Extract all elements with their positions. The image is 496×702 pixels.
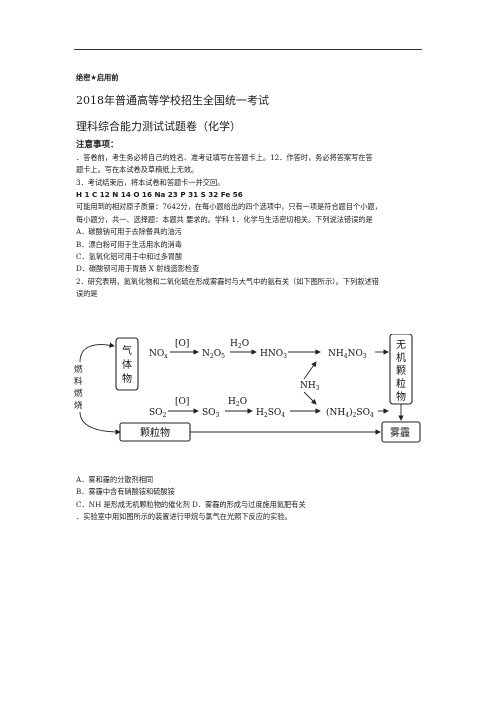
chem-nh42so4: (NH4)2SO4 xyxy=(326,407,374,419)
smog-formation-diagram: 燃 料 燃 烧 气 体 物 NOx [O] N2O5 H2O HNO3 NH4N… xyxy=(74,334,421,443)
chem-nox: NOx xyxy=(149,349,168,360)
exam-title: 2018年普通高等学校招生全国统一考试 xyxy=(76,94,269,107)
notes-line-3: 3．考试结束后，将本试卷和答题卡一并交回。 xyxy=(76,178,225,187)
chem-hno3: HNO3 xyxy=(260,349,287,360)
inorganic-char-2: 机 xyxy=(396,351,406,364)
chem-nh3: NH3 xyxy=(300,381,320,392)
fuel-char-1: 燃 xyxy=(74,364,83,375)
q1-option-d: D．碳酸钡可用于胃肠 X 射线造影检查 xyxy=(76,264,200,273)
chem-nh4no3: NH4NO3 xyxy=(328,349,367,360)
arrow-fuel-to-particles xyxy=(79,411,121,435)
inorganic-char-3: 颗 xyxy=(396,365,406,377)
q1-option-c: C．氢氧化铝可用于中和过多胃酸 xyxy=(76,252,183,261)
q3-stem: ．实验室中用如图所示的装置进行甲烷与氯气在光照下反应的实验。 xyxy=(76,512,292,521)
gas-char-2: 体 xyxy=(122,359,132,371)
notes-heading: 注意事项： xyxy=(76,140,119,150)
gas-char-1: 气 xyxy=(122,344,132,357)
intro-line-1: 可能用到的相对原子质量：7642分，在每小题给出的四个选项中，只有一项是符合题目… xyxy=(76,202,382,211)
inorganic-char-4: 粒 xyxy=(396,377,406,390)
intro-line-2: 每小题分，共一、选择题：本题共 要求的。学科 1．化学与生活密切相关。下列说法错… xyxy=(76,215,373,224)
exam-subtitle: 理科综合能力测试试题卷（化学） xyxy=(76,120,241,133)
notes-line-2: 题卡上。写在本试卷及草稿纸上无效。 xyxy=(76,165,199,174)
inorganic-char-1: 无 xyxy=(396,340,406,351)
notes-line-1: ．答卷前，考生务必将自己的姓名、准考证填写在答题卡上。12．作答时，务必将答案写… xyxy=(76,153,373,162)
q2-option-a: A．雾和霾的分散剂相同 xyxy=(76,475,154,484)
smog-label: 雾霾 xyxy=(390,427,410,439)
q2-stem-line-1: 2．研究表明，氮氧化物和二氧化硫在形成雾霾时与大气中的氨有关（如下图所示）。下列… xyxy=(76,277,379,286)
q1-option-b: B．漂白粉可用于生活用水的消毒 xyxy=(76,240,182,249)
q2-stem-line-2: 误的是 xyxy=(76,289,98,298)
gas-box xyxy=(115,337,139,391)
fuel-char-4: 烧 xyxy=(74,400,83,411)
chem-n2o5: N2O5 xyxy=(202,349,225,360)
water-label-2: H2O xyxy=(228,397,247,408)
secret-label: 绝密★启用前 xyxy=(76,73,119,82)
particles-label: 颗粒物 xyxy=(140,426,170,439)
arrow-fuel-to-gas xyxy=(79,342,115,363)
header-rule xyxy=(74,49,422,50)
q2-option-cd: C．NH 是形成无机颗粒物的催化剂 D．雾霾的形成与过度施用氮肥有关 xyxy=(76,500,306,509)
chem-so2: SO2 xyxy=(149,408,167,419)
atomic-masses: H 1 C 12 N 14 O 16 Na 23 P 31 S 32 Fe 56 xyxy=(76,190,243,199)
fuel-char-3: 燃 xyxy=(74,388,83,399)
q1-option-a: A．碳酸钠可用于去除餐具的油污 xyxy=(76,227,182,236)
q2-option-b: B．雾霾中含有硝酸铵和硫酸铵 xyxy=(76,487,175,496)
chem-so3: SO3 xyxy=(202,408,220,419)
smog-box xyxy=(381,421,421,443)
gas-char-3: 物 xyxy=(122,372,132,385)
fuel-char-2: 料 xyxy=(74,376,83,387)
oxidant-label-1: [O] xyxy=(175,339,189,349)
oxidant-label-2: [O] xyxy=(175,397,189,407)
water-label-1: H2O xyxy=(230,339,249,350)
arrow-nh3-down xyxy=(303,391,317,405)
arrow-nh3-up xyxy=(303,361,317,380)
inorganic-char-5: 物 xyxy=(396,390,406,403)
chem-h2so4: H2SO4 xyxy=(256,408,285,419)
